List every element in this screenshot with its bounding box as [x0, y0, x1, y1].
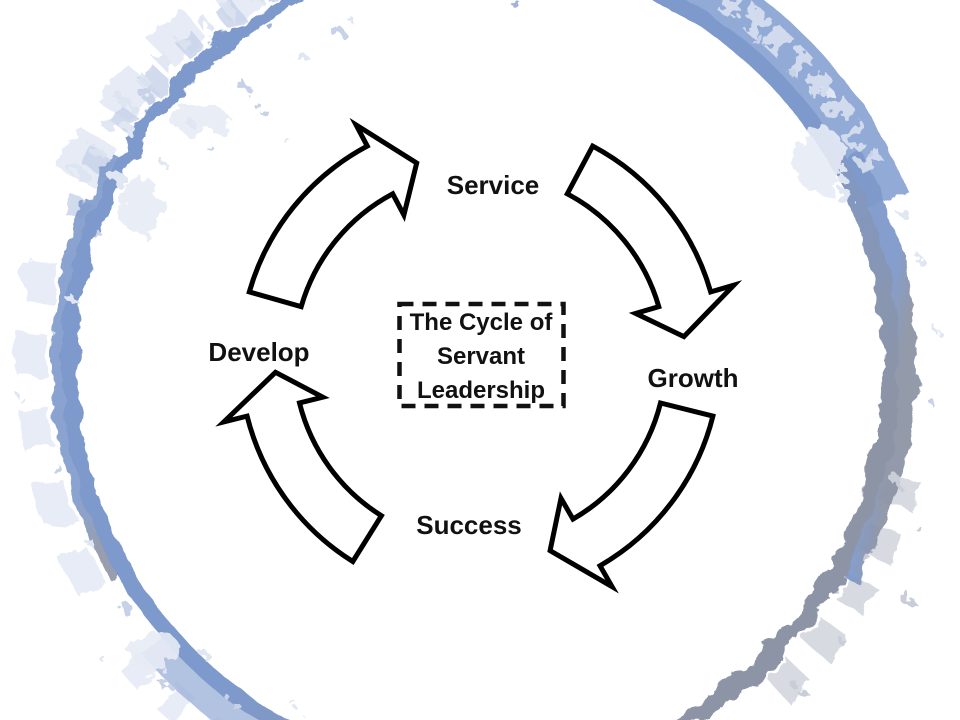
ring-speckle-overlay: [70, 0, 891, 185]
cycle-label-success: Success: [416, 510, 522, 540]
cycle-diagram: Service Growth Success Develop The Cycle…: [208, 117, 743, 594]
arrow-service-to-growth: [563, 142, 743, 340]
cycle-title-line-1: The Cycle of: [410, 309, 554, 336]
arrow-success-to-develop: [215, 369, 385, 565]
ring-halo-topleft: [58, 0, 263, 186]
cycle-label-develop: Develop: [208, 337, 309, 367]
ring-speckleband-topleft: [63, 0, 271, 221]
title-box-border: [397, 301, 566, 409]
cycle-title-line-3: Leadership: [417, 377, 545, 404]
ring-halo-left: [17, 245, 105, 597]
ring-splatter-dots: [19, 4, 941, 711]
cycle-label-service: Service: [447, 170, 540, 200]
ring-wide-right: [829, 147, 916, 583]
arrow-growth-to-success: [547, 399, 716, 594]
ring-splash-bottomright: [751, 474, 923, 716]
ring-main-circle: [61, 0, 899, 720]
cycle-label-growth: Growth: [648, 363, 739, 393]
cycle-title-line-2: Servant: [437, 343, 525, 370]
arrow-develop-to-service: [246, 117, 420, 310]
